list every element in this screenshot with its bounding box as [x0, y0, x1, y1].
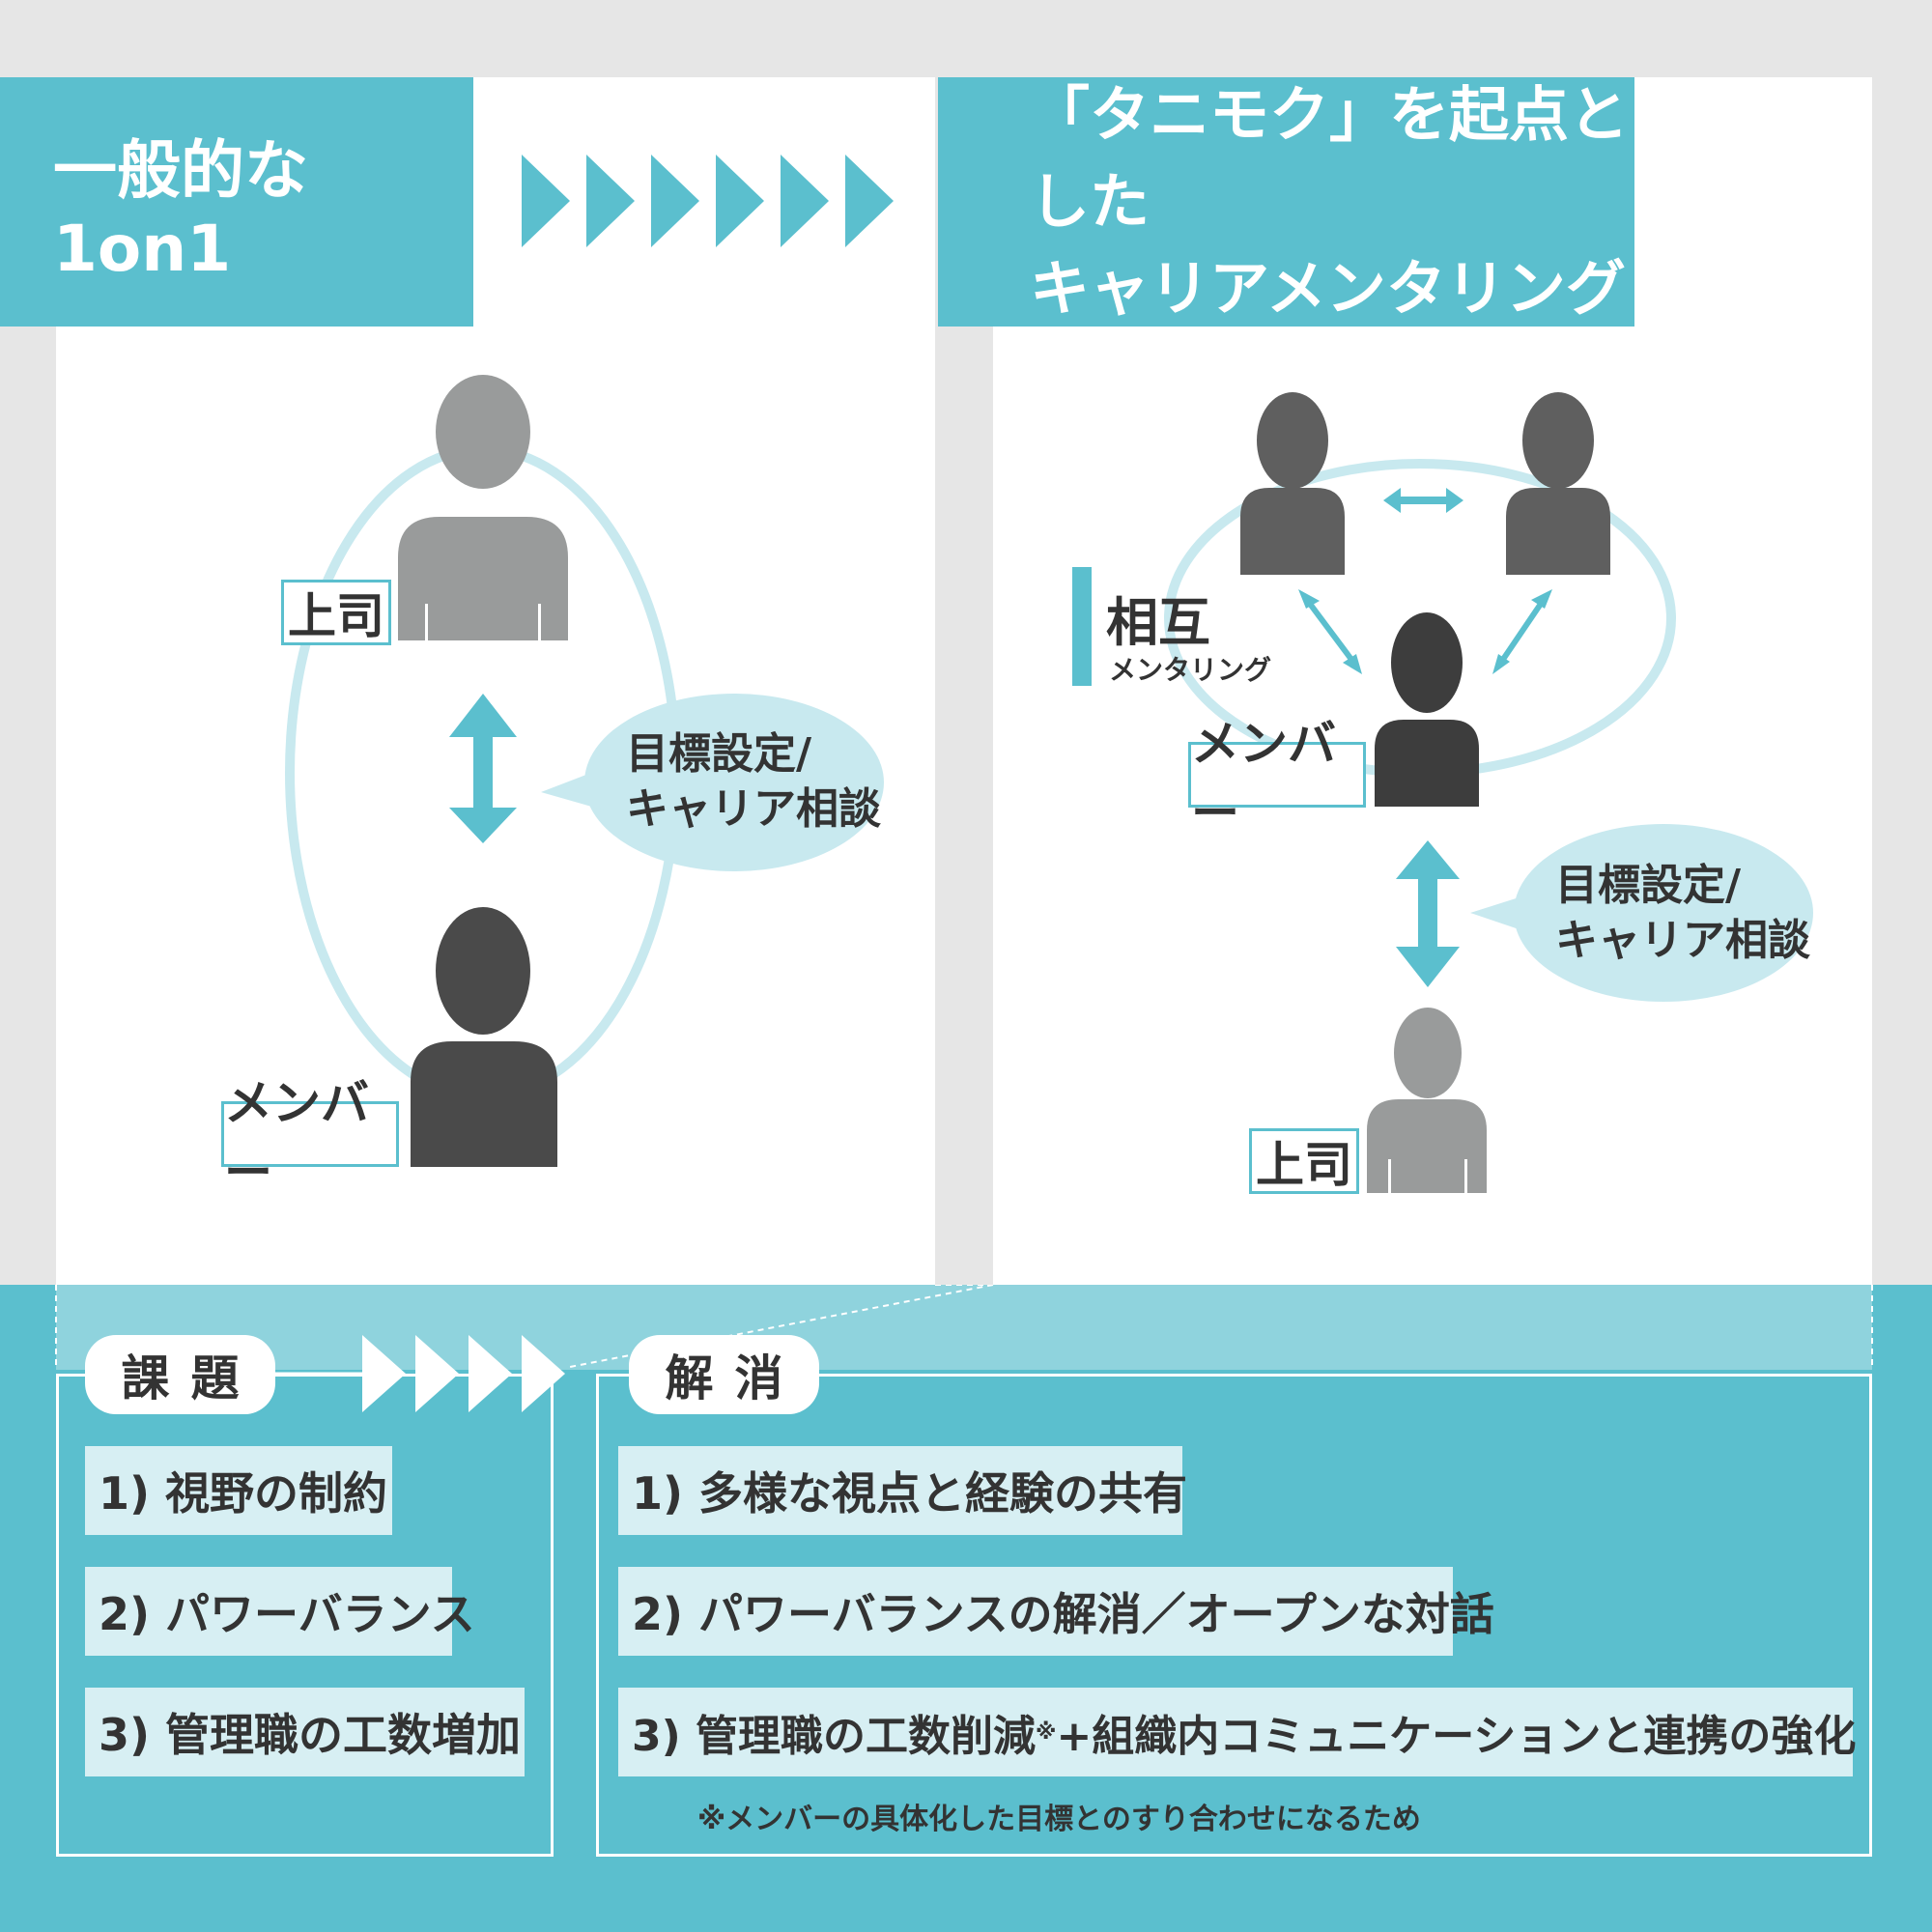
member-person-icon-right — [1375, 612, 1479, 807]
peer-horizontal-arrow-icon — [1383, 488, 1463, 513]
issue-item-1: 1) 視野の制約 — [85, 1446, 392, 1535]
boss-person-icon-right — [1367, 1008, 1487, 1193]
peer-person-icon-2 — [1506, 392, 1610, 575]
issues-box — [56, 1374, 554, 1857]
mutual-mentoring-bar — [1072, 567, 1092, 686]
footnote-mark: ※ — [1036, 1719, 1057, 1745]
member-label-right: メンバー — [1188, 716, 1366, 841]
right-title-line1: 「タニモク」を起点とした — [1030, 79, 1630, 238]
boss-person-icon — [398, 375, 568, 640]
left-title: 一般的な1on1 — [53, 132, 308, 286]
header-arrows — [522, 155, 894, 247]
right-header: 「タニモク」を起点とした キャリアメンタリング — [938, 77, 1634, 327]
solution-item-3-continuation: +組織内コミュニケーションと連携の強化 — [1056, 1712, 1857, 1761]
solution-item-1: 1) 多様な視点と経験の共有 — [618, 1446, 1187, 1535]
issue-item-2: 2) パワーバランス — [85, 1567, 475, 1656]
mutual-mentoring-subtitle: メンタリング — [1109, 654, 1272, 686]
solutions-box — [596, 1374, 1872, 1857]
member-person-icon — [411, 907, 557, 1167]
solution-item-2: 2) パワーバランスの解消／オープンな対話 — [618, 1567, 1494, 1656]
bottom-band — [56, 1285, 1872, 1370]
solution-item-3: 3) 管理職の工数削減※+組織内コミュニケーションと連携の強化 — [618, 1688, 1857, 1776]
boss-label-right: 上司 — [1249, 1128, 1359, 1194]
left-speech-bubble — [541, 694, 884, 871]
issues-title-pill: 課題 — [85, 1335, 275, 1414]
left-vertical-arrow-icon — [449, 694, 517, 843]
left-header: 一般的な1on1 — [0, 77, 473, 327]
mutual-mentoring-title: 相互 — [1106, 592, 1210, 653]
left-bubble-text: 目標設定/ キャリア相談 — [626, 729, 881, 835]
issue-item-3: 3) 管理職の工数増加 — [85, 1688, 525, 1776]
peer-diagonal-arrow-right-icon — [1499, 602, 1544, 663]
peer-diagonal-arrow-left-icon — [1307, 602, 1355, 663]
right-title-line2: キャリアメンタリング — [1030, 252, 1626, 324]
footnote: ※メンバーの具体化した目標とのすり合わせになるため — [697, 1803, 1421, 1836]
member-label: メンバー — [221, 1075, 399, 1201]
right-speech-bubble — [1470, 824, 1813, 1002]
right-vertical-arrow-icon — [1396, 840, 1460, 987]
diagram-graphics — [285, 155, 1813, 1193]
peer-person-icon-1 — [1240, 392, 1345, 575]
solutions-title-pill: 解消 — [629, 1335, 819, 1414]
boss-label: 上司 — [281, 580, 391, 645]
solution-item-3-main: 3) 管理職の工数削減 — [632, 1712, 1037, 1761]
right-bubble-text: 目標設定/ キャリア相談 — [1555, 861, 1810, 966]
